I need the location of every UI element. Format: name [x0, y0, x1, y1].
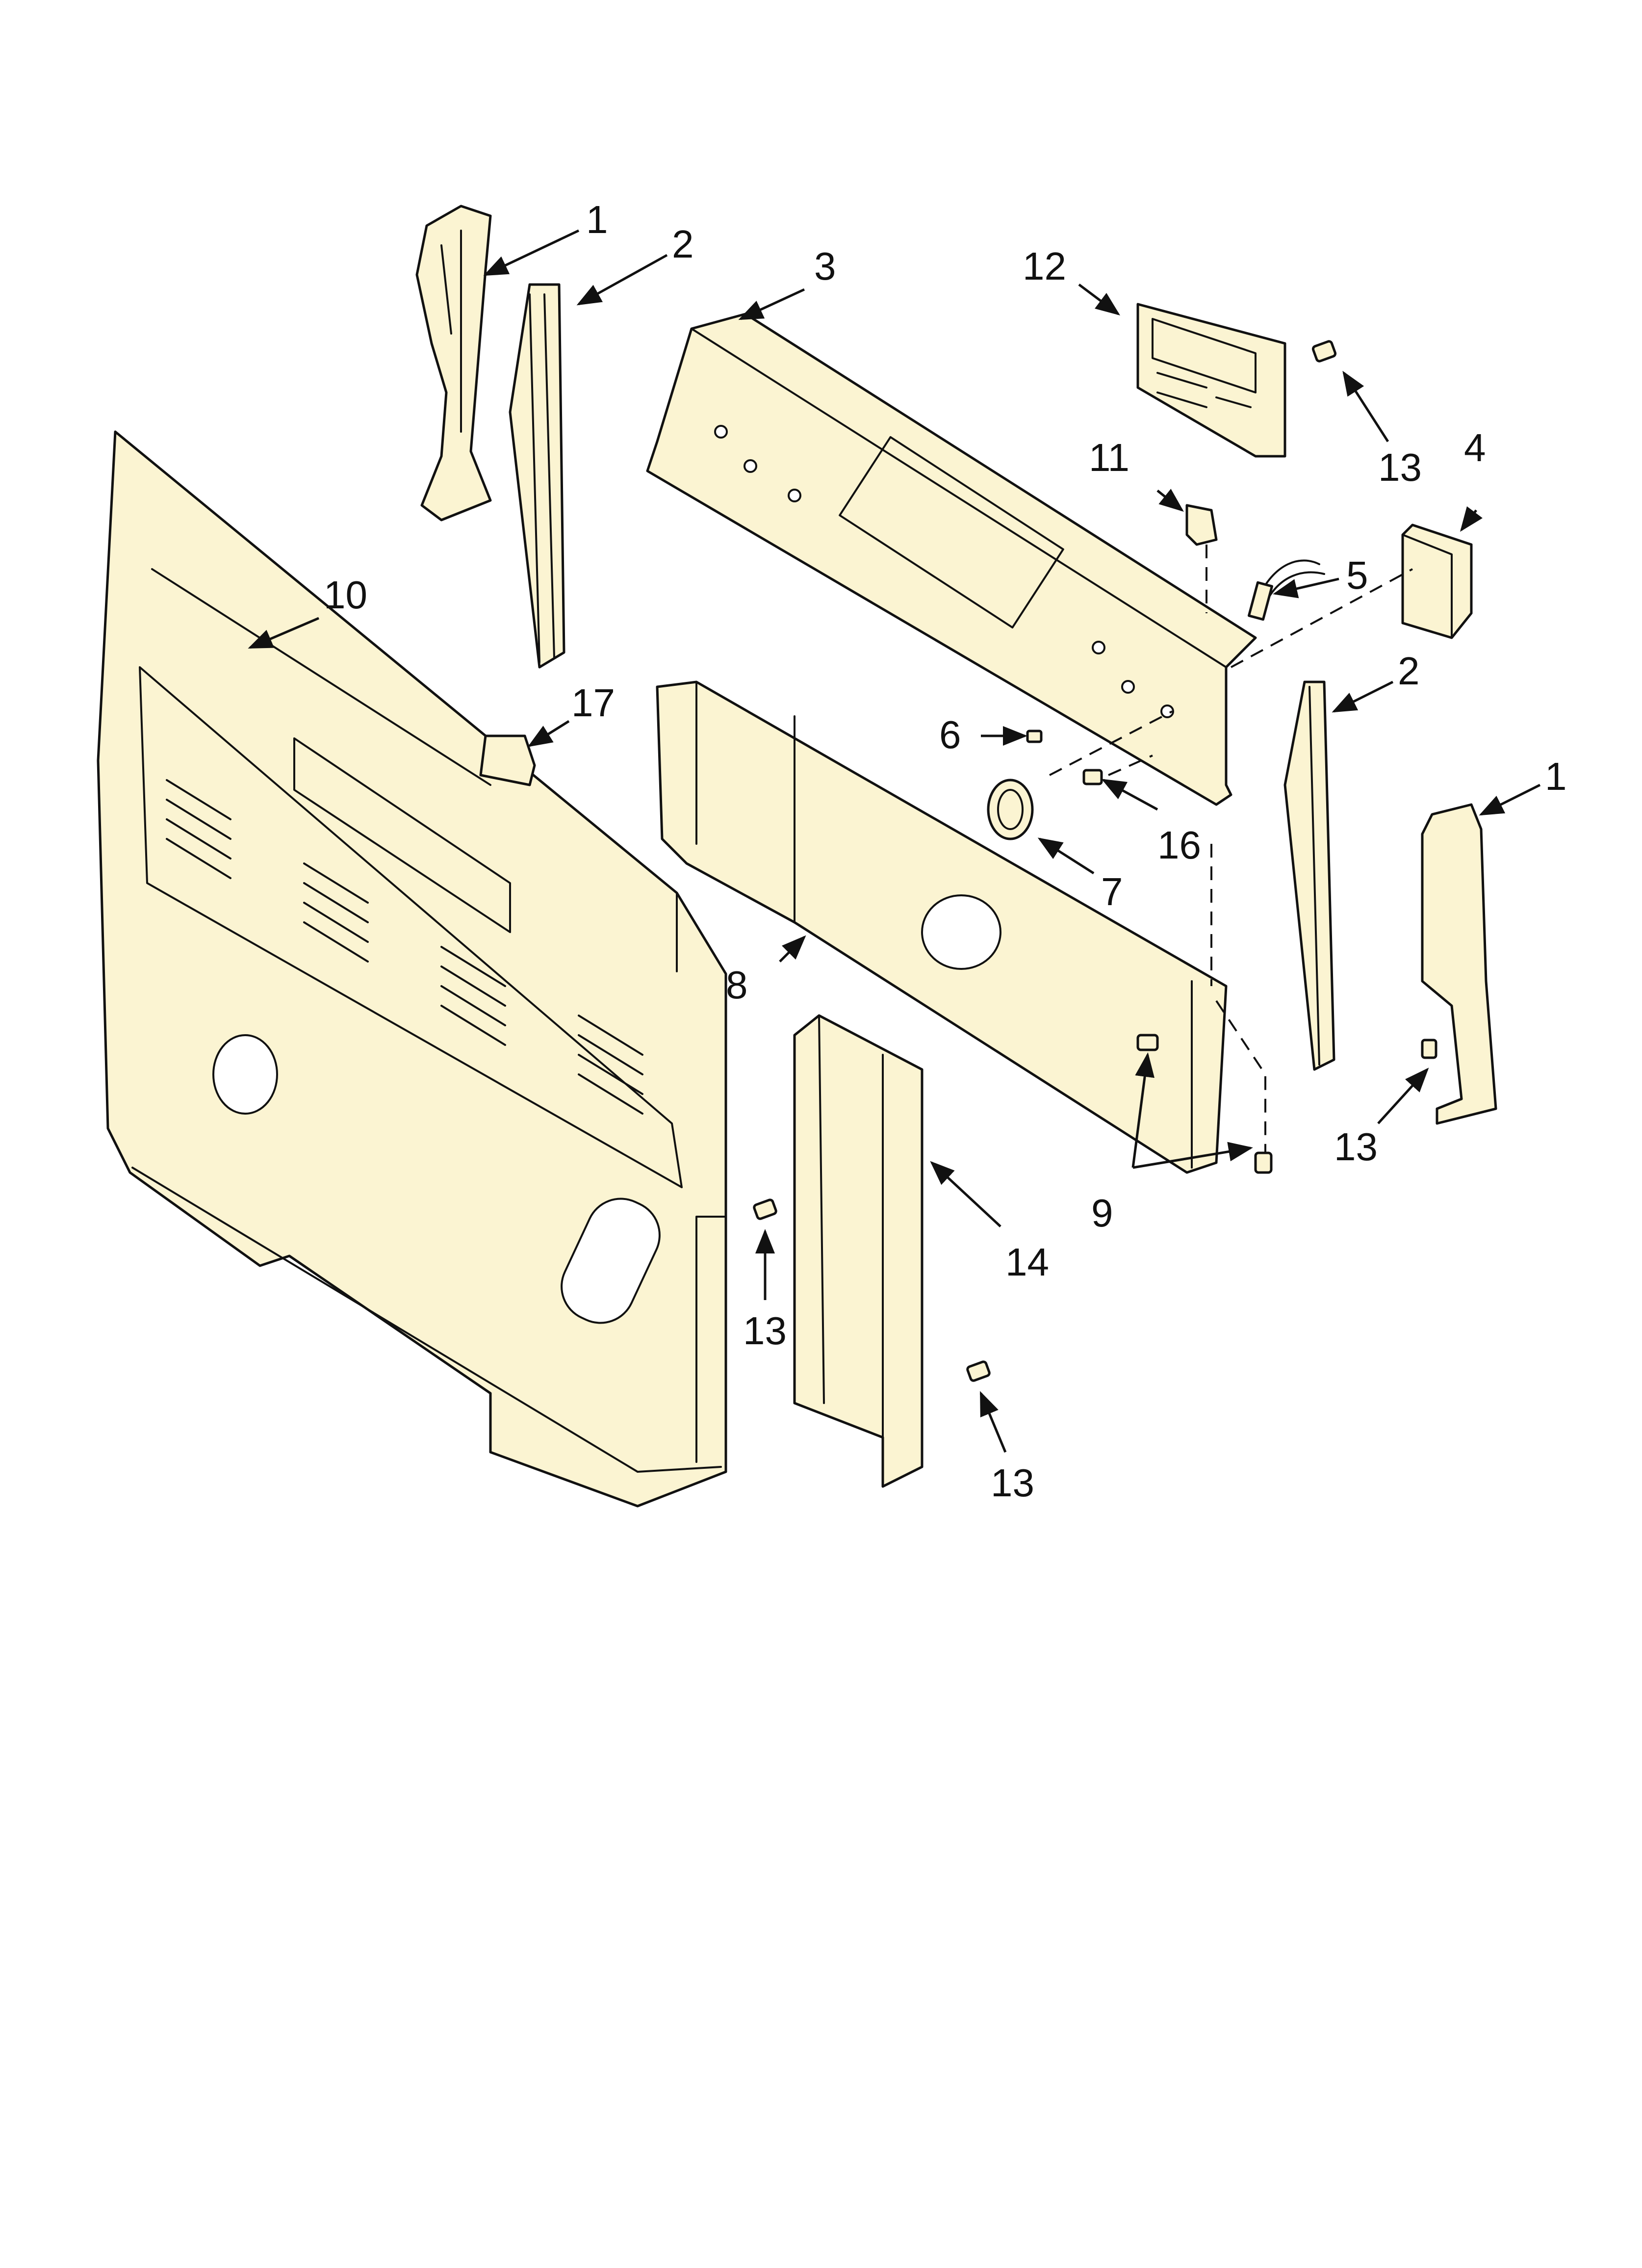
callout-13-bottom: 13: [991, 1461, 1034, 1505]
side-trim-left: [415, 205, 492, 521]
callout-9: 9: [1091, 1191, 1113, 1235]
wire-harness: [1247, 559, 1325, 621]
callout-2-right: 2: [1398, 649, 1420, 693]
callout-11: 11: [1089, 436, 1129, 479]
callout-8: 8: [726, 963, 748, 1007]
side-bracket-right: [1283, 680, 1335, 1071]
leader-lines: [248, 229, 1541, 1453]
callout-2-left: 2: [672, 222, 694, 266]
callout-16: 16: [1157, 823, 1201, 867]
manifold-panel: [656, 680, 1228, 1174]
callout-17: 17: [571, 681, 615, 725]
rear-panel: [97, 430, 727, 1508]
control-console: [646, 313, 1257, 806]
callout-labels: 1 2 3 12 13 4 11 5 10 17 2 6 1 16 7 8 13…: [324, 198, 1567, 1505]
small-switch: [1185, 504, 1218, 546]
vertical-channel: [793, 1014, 924, 1488]
callout-13-top: 13: [1378, 445, 1422, 489]
control-knob: [987, 779, 1034, 840]
side-trim-right: [1421, 803, 1497, 1125]
clip: [479, 734, 536, 786]
callout-1-right: 1: [1545, 755, 1567, 798]
callout-6: 6: [939, 713, 961, 756]
display-board: [1136, 303, 1286, 458]
screws: [753, 340, 1437, 1382]
callout-5: 5: [1346, 553, 1368, 597]
callout-7: 7: [1101, 870, 1123, 913]
alignment-lines: [1049, 545, 1413, 1153]
callout-14: 14: [1005, 1240, 1049, 1284]
callout-13-right: 13: [1334, 1125, 1378, 1169]
switch-box: [1401, 523, 1473, 639]
callout-3: 3: [814, 244, 836, 288]
callout-10: 10: [324, 573, 367, 617]
side-bracket-left: [509, 283, 565, 669]
callout-1-left: 1: [586, 198, 608, 241]
callout-13-left: 13: [743, 1309, 787, 1353]
callout-4: 4: [1464, 426, 1486, 469]
callout-12: 12: [1023, 244, 1066, 288]
